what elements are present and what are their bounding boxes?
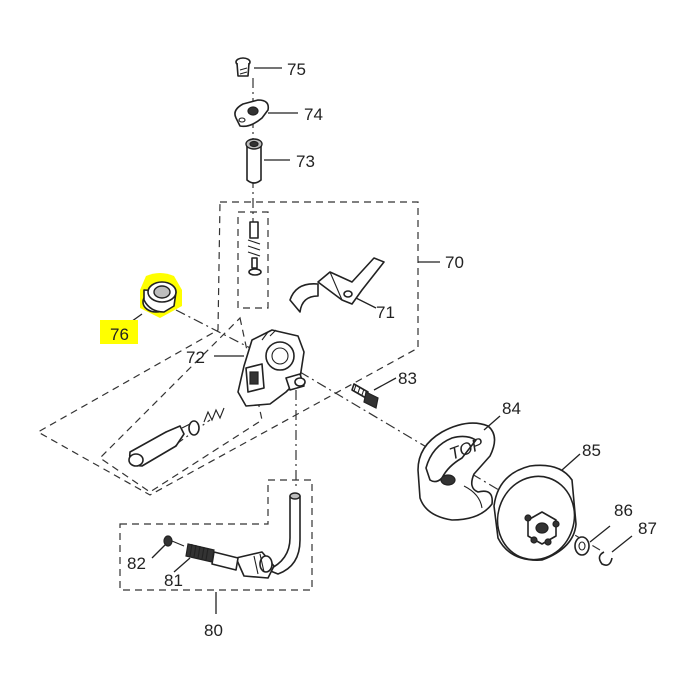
callout-87: 87: [638, 519, 657, 538]
callout-labels: 75 74 73 70 71 76 72 83 84 85 86 87 82 8…: [100, 60, 657, 640]
adjuster-screw[interactable]: [247, 221, 262, 276]
group-80-outline: [119, 479, 313, 591]
callout-82: 82: [127, 554, 146, 573]
o-ring[interactable]: [188, 420, 200, 436]
lever-71[interactable]: [289, 257, 385, 313]
pump-plunger[interactable]: [128, 421, 195, 467]
group-70-outline: [36, 201, 419, 496]
callout-75: 75: [287, 60, 306, 79]
callout-73: 73: [296, 152, 315, 171]
bolt-83[interactable]: [351, 383, 379, 409]
callout-71: 71: [376, 303, 395, 322]
callout-76-highlight: [100, 320, 138, 344]
screw-82[interactable]: [163, 535, 185, 547]
oil-filter-81[interactable]: [185, 543, 239, 571]
oil-pump-body-72[interactable]: [237, 329, 306, 407]
washer-86[interactable]: [574, 536, 590, 556]
hose-fitting[interactable]: [235, 551, 275, 579]
callout-74: 74: [304, 105, 323, 124]
callout-85: 85: [582, 441, 601, 460]
callout-70: 70: [445, 253, 464, 272]
screw-75[interactable]: [235, 57, 251, 77]
callout-72: 72: [186, 348, 205, 367]
flange-plate-74[interactable]: [234, 99, 270, 128]
bushing-76[interactable]: [140, 273, 182, 318]
callout-84: 84: [502, 399, 521, 418]
circlip-87[interactable]: [598, 551, 613, 566]
clutch-84[interactable]: TOP: [417, 422, 496, 521]
leader-lines: [127, 67, 633, 614]
group-72-outline: [99, 211, 269, 493]
sleeve-73[interactable]: [245, 138, 263, 184]
callout-81: 81: [164, 571, 183, 590]
callout-83: 83: [398, 369, 417, 388]
oil-hose-80[interactable]: [267, 492, 301, 575]
callout-76: 76: [110, 325, 129, 344]
pump-spring[interactable]: [203, 407, 225, 423]
callout-86: 86: [614, 501, 633, 520]
clutch-drum-85[interactable]: [487, 464, 585, 569]
callout-80: 80: [204, 621, 223, 640]
